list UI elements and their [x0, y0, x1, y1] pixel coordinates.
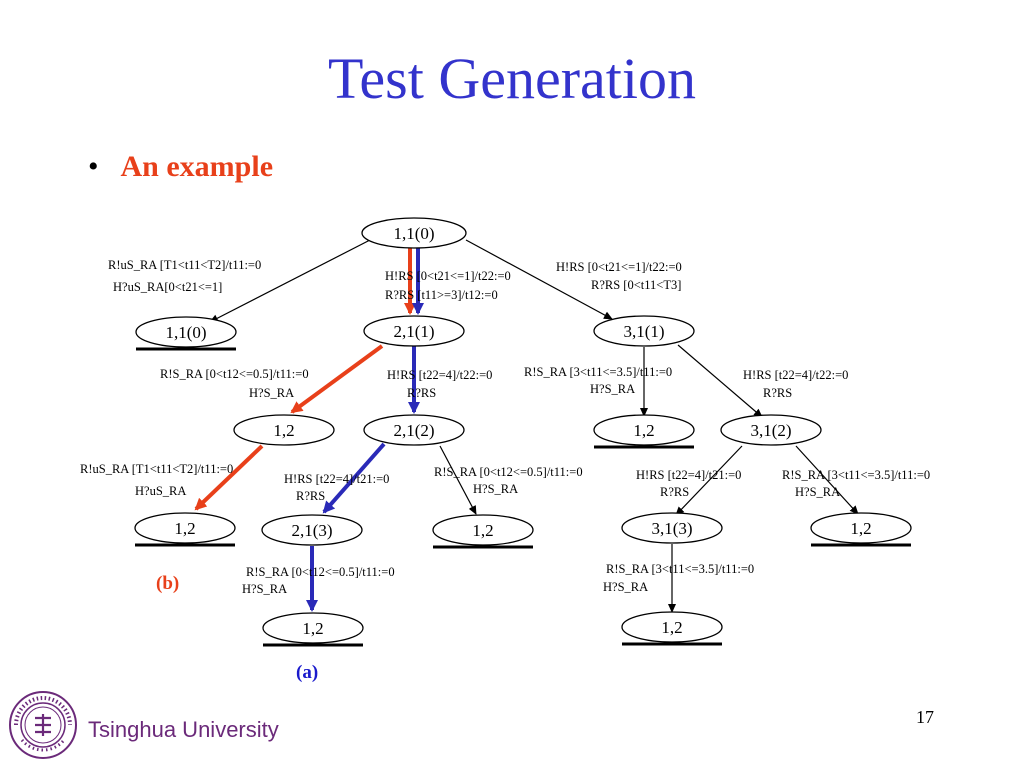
node-l4a-label: 1,2	[302, 619, 323, 638]
edge-label: H!RS [0<t21<=1]/t22:=0	[385, 269, 511, 283]
edge-label: H?S_RA	[795, 485, 840, 499]
node-l3d-label: 3,1(3)	[651, 519, 692, 538]
node-l4b	[621, 611, 723, 643]
node-l4b-label: 1,2	[661, 618, 682, 637]
slide-title: Test Generation	[328, 46, 696, 111]
node-l2c-label: 1,2	[633, 421, 654, 440]
node-l1b	[363, 315, 465, 347]
node-l2a-label: 1,2	[273, 421, 294, 440]
node-l3a	[134, 512, 236, 544]
edge-label: H!RS [t22=4]/t22:=0	[743, 368, 848, 382]
edge-root-l1a	[209, 239, 371, 323]
node-root	[361, 217, 467, 249]
node-l2d-label: 3,1(2)	[750, 421, 791, 440]
edge-label: H?S_RA	[242, 582, 287, 596]
bullet-text: An example	[120, 150, 274, 183]
edge-l2a-l3a-red	[194, 444, 264, 511]
edge-label: R!S_RA [0<t12<=0.5]/t11:=0	[160, 367, 309, 381]
node-l1a	[135, 316, 237, 348]
edge-l2b-l3b-blue	[322, 442, 386, 514]
edge-label: H?S_RA	[603, 580, 648, 594]
edge-label: R!S_RA [3<t11<=3.5]/t11:=0	[782, 468, 930, 482]
edge-l1c-l2d	[677, 344, 763, 418]
node-root-label: 1,1(0)	[393, 224, 434, 243]
node-l3c	[432, 514, 534, 546]
node-l2c	[593, 414, 695, 446]
edge-label: H!RS [0<t21<=1]/t22:=0	[556, 260, 682, 274]
edge-label: H?S_RA	[590, 382, 635, 396]
node-l2d	[720, 414, 822, 446]
edge-l2d-l3e	[795, 445, 859, 515]
node-l3e-label: 1,2	[850, 519, 871, 538]
edge-label: R?RS [t11>=3]/t12:=0	[385, 288, 498, 302]
node-l2b-label: 2,1(2)	[393, 421, 434, 440]
edge-l1b-l2a-red	[290, 344, 384, 414]
edge-label: H?S_RA	[249, 386, 294, 400]
node-l2a	[233, 414, 335, 446]
edge-label: H!RS [t22=4]/t22:=0	[387, 368, 492, 382]
node-l4a	[262, 612, 364, 644]
node-l1c	[593, 315, 695, 347]
node-l2b	[363, 414, 465, 446]
edge-label: H!RS [t22=4]/t21:=0	[284, 472, 389, 486]
edge-label: R?RS	[407, 386, 436, 400]
bullet-marker: •	[88, 150, 99, 183]
edge-label: H!RS [t22=4]/t21:=0	[636, 468, 741, 482]
edge-label: R!uS_RA [T1<t11<T2]/t11:=0	[80, 462, 233, 476]
university-name: Tsinghua University	[88, 717, 279, 742]
node-l3c-label: 1,2	[472, 521, 493, 540]
edge-l2d-l3d	[675, 445, 743, 516]
node-l3b-label: 2,1(3)	[291, 521, 332, 540]
edge-label: R!S_RA [3<t11<=3.5]/t11:=0	[524, 365, 672, 379]
node-l1c-label: 3,1(1)	[623, 322, 664, 341]
edge-label: H?uS_RA	[135, 484, 186, 498]
edge-label: R!uS_RA [T1<t11<T2]/t11:=0	[108, 258, 261, 272]
edge-label: R!S_RA [0<t12<=0.5]/t11:=0	[246, 565, 395, 579]
edge-root-l1c	[465, 239, 613, 320]
bullet-item: • An example	[88, 150, 273, 184]
edge-label: H?S_RA	[473, 482, 518, 496]
edge-label: R!S_RA [0<t12<=0.5]/t11:=0	[434, 465, 583, 479]
node-l3b	[261, 514, 363, 546]
node-l1a-label: 1,1(0)	[165, 323, 206, 342]
node-l1b-label: 2,1(1)	[393, 322, 434, 341]
node-l3d	[621, 512, 723, 544]
caption-a: (a)	[296, 662, 319, 683]
edge-label: H?uS_RA[0<t21<=1]	[113, 280, 222, 294]
node-l3e	[810, 512, 912, 544]
edge-label: R!S_RA [3<t11<=3.5]/t11:=0	[606, 562, 754, 576]
edge-label: R?RS	[660, 485, 689, 499]
page-number: 17	[916, 707, 934, 727]
edge-label: R?RS [0<t11<T3]	[591, 278, 681, 292]
edge-label: R?RS	[296, 489, 325, 503]
caption-b: (b)	[156, 573, 180, 594]
node-l3a-label: 1,2	[174, 519, 195, 538]
university-seal-logo	[9, 691, 77, 759]
edge-l2b-l3c	[439, 445, 477, 515]
edge-label: R?RS	[763, 386, 792, 400]
